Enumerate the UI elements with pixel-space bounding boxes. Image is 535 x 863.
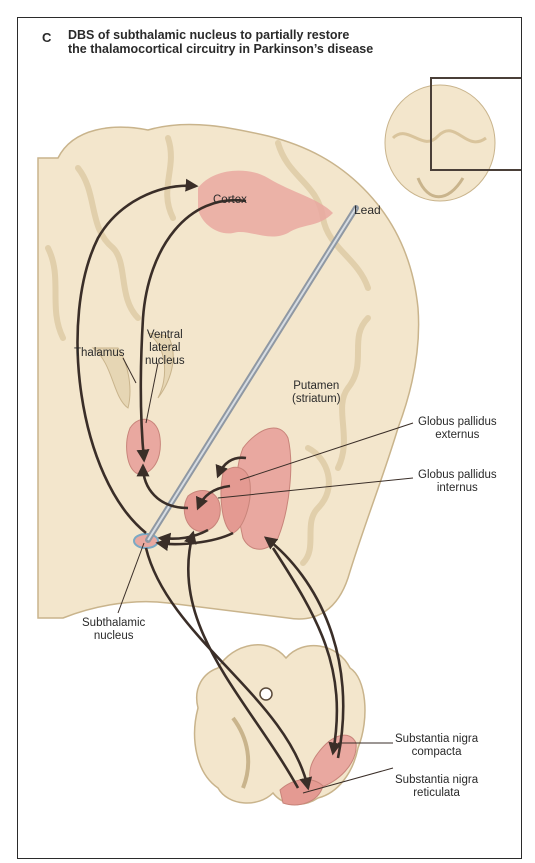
label-subthalamic-nucleus: Subthalamic nucleus bbox=[82, 617, 145, 643]
label-substantia-nigra-reticulata: Substantia nigra reticulata bbox=[395, 774, 478, 800]
label-cortex: Cortex bbox=[213, 194, 247, 207]
label-ventral-lateral-nucleus: Ventral lateral nucleus bbox=[145, 329, 185, 368]
label-lead: Lead bbox=[354, 204, 381, 217]
label-substantia-nigra-compacta: Substantia nigra compacta bbox=[395, 733, 478, 759]
label-putamen: Putamen (striatum) bbox=[292, 380, 341, 406]
label-thalamus: Thalamus bbox=[74, 347, 125, 360]
figure-frame: C DBS of subthalamic nucleus to partiall… bbox=[17, 17, 522, 859]
label-globus-pallidus-internus: Globus pallidus internus bbox=[418, 469, 497, 495]
inset-coronal-slice bbox=[385, 78, 522, 201]
label-globus-pallidus-externus: Globus pallidus externus bbox=[418, 416, 497, 442]
gpi-shape bbox=[184, 491, 220, 532]
